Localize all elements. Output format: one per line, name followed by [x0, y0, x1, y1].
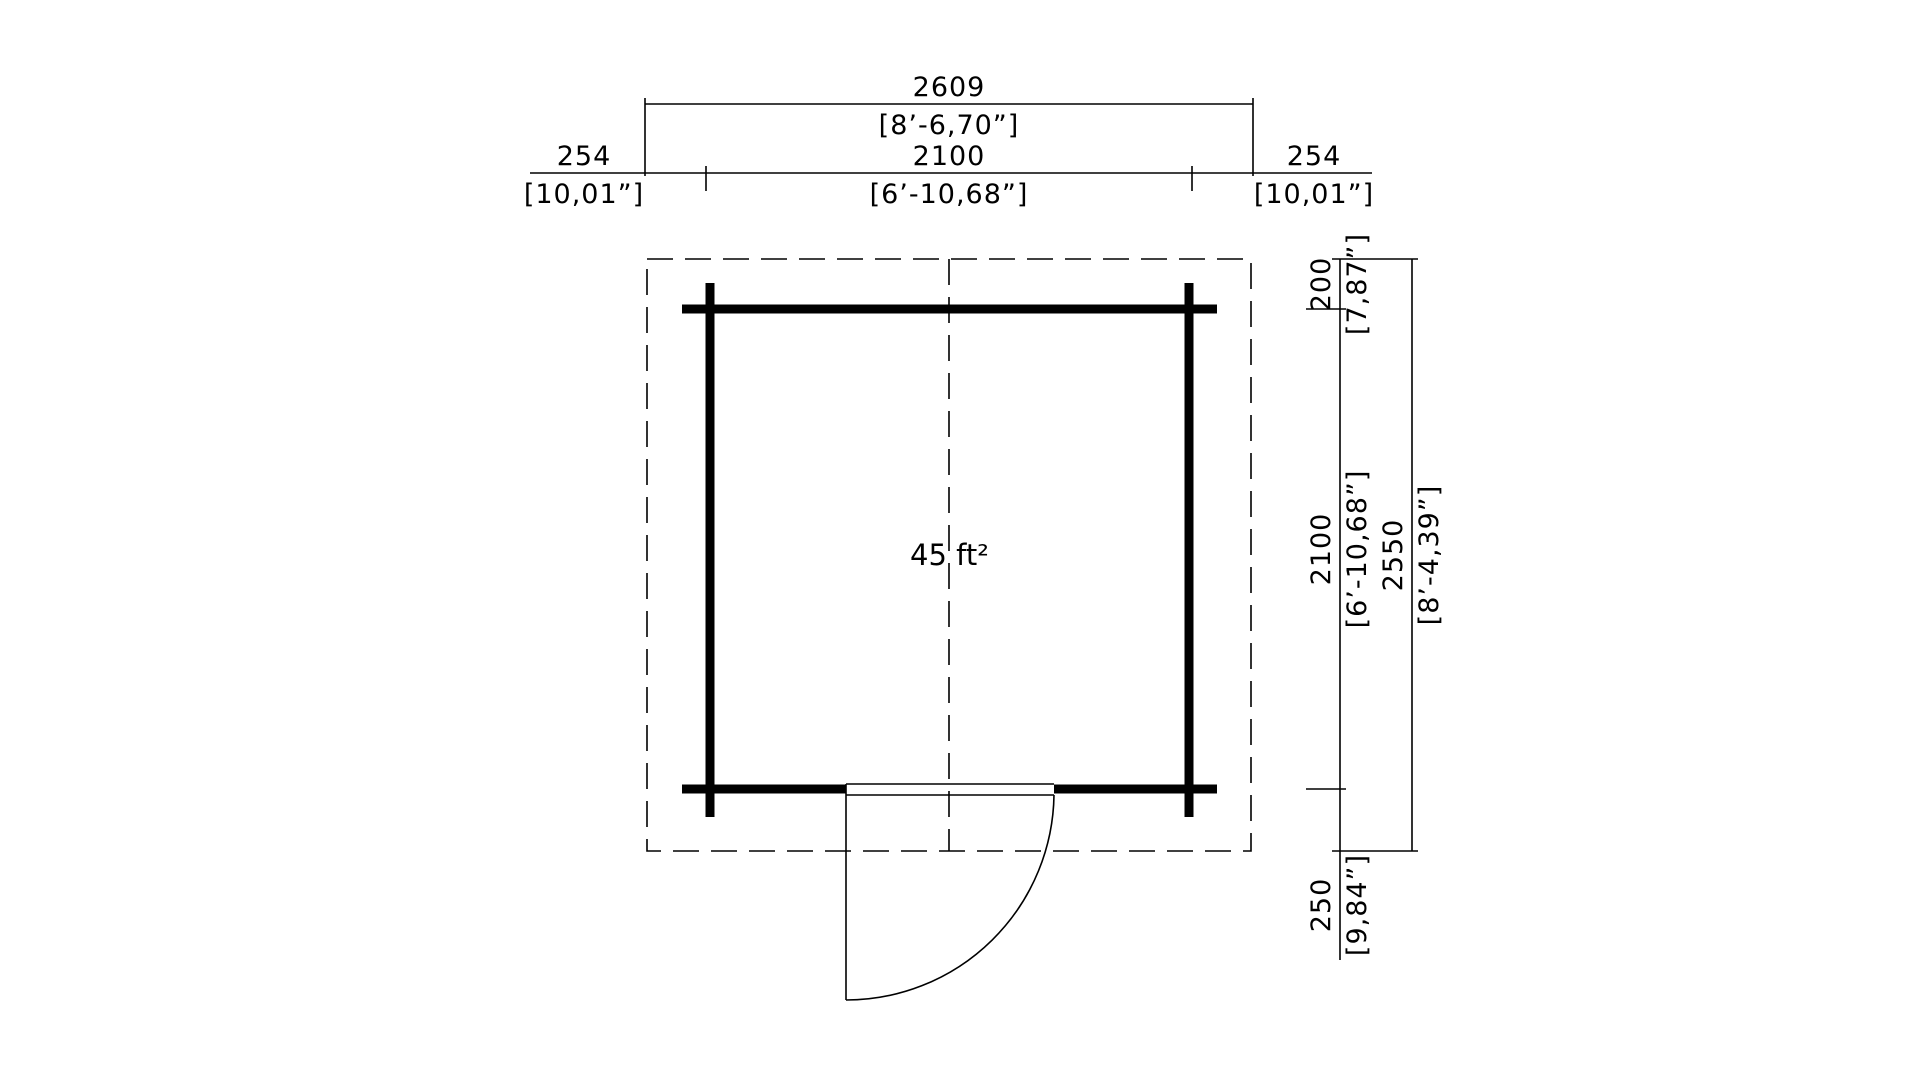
overall-depth-imperial-label: [8’-4,39”] — [1414, 485, 1445, 626]
overall-depth-label: 2550 — [1378, 519, 1409, 592]
left-overhang-label: 254 — [557, 141, 612, 172]
door — [845, 783, 1055, 1001]
walls — [682, 283, 1217, 817]
area-label: 45 ft² — [910, 538, 989, 572]
right-overhang-label: 254 — [1287, 141, 1342, 172]
overall-width-label: 2609 — [913, 72, 986, 103]
inner-width-imperial-label: [6’-10,68”] — [870, 179, 1029, 210]
right-overhang-imperial-label: [10,01”] — [1254, 179, 1374, 210]
inner-width-label: 2100 — [913, 141, 986, 172]
top-overhang-label: 200 — [1306, 257, 1337, 312]
inner-depth-imperial-label: [6’-10,68”] — [1342, 470, 1373, 629]
roof-outline — [646, 258, 1252, 852]
left-overhang-imperial-label: [10,01”] — [524, 179, 644, 210]
top-dimensions: 2609 [8’-6,70”] 2100 [6’-10,68”] 254 [10… — [524, 72, 1374, 210]
front-overhang-label: 250 — [1306, 878, 1337, 933]
overall-width-imperial-label: [8’-6,70”] — [879, 110, 1020, 141]
right-dimensions: 200 [7,87”] 2100 [6’-10,68”] 2550 [8’-4,… — [1306, 233, 1445, 960]
front-overhang-imperial-label: [9,84”] — [1342, 854, 1373, 956]
inner-depth-label: 2100 — [1306, 513, 1337, 586]
top-overhang-imperial-label: [7,87”] — [1342, 233, 1373, 335]
door-swing-arc — [845, 794, 1055, 1001]
